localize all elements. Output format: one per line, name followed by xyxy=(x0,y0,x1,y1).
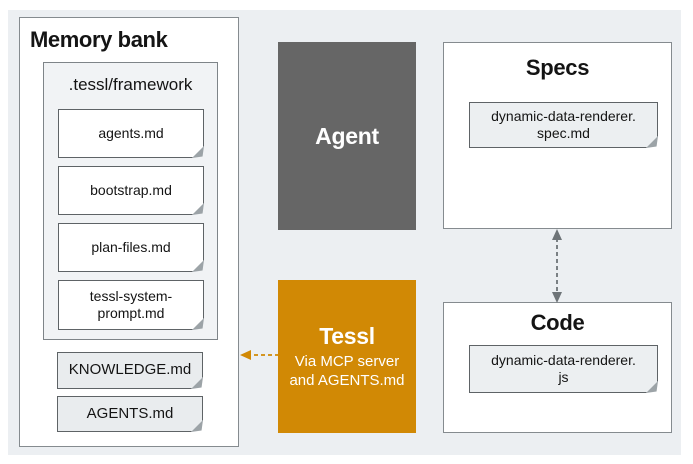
file-note-label: bootstrap.md xyxy=(90,181,172,198)
file-note-label: tessl-system-prompt.md xyxy=(89,287,173,322)
file-note-bootstrap-md: bootstrap.md xyxy=(58,166,204,215)
agent-label: Agent xyxy=(315,122,379,149)
tessl-label: Tessl xyxy=(319,322,375,349)
code-title: Code xyxy=(530,310,585,335)
code-box: Code dynamic-data-renderer. js xyxy=(443,302,672,433)
specs-code-dashed-double-arrow-icon xyxy=(552,229,562,303)
file-note-label: dynamic-data-renderer. js xyxy=(491,351,636,386)
tessl-to-memory-dashed-arrow-icon xyxy=(240,350,279,360)
file-note-agents-md: agents.md xyxy=(58,109,204,158)
file-note-label: dynamic-data-renderer. spec.md xyxy=(491,107,636,142)
file-note-label: AGENTS.md xyxy=(86,404,174,422)
agent-box: Agent xyxy=(278,42,416,230)
file-note-knowledge-md: KNOWLEDGE.md xyxy=(57,352,203,389)
specs-box: Specs dynamic-data-renderer. spec.md xyxy=(443,42,672,229)
specs-title: Specs xyxy=(525,55,590,80)
file-note-agents-root-md: AGENTS.md xyxy=(57,396,203,432)
tessl-box: Tessl Via MCP server and AGENTS.md xyxy=(278,280,416,433)
file-note-label: plan-files.md xyxy=(91,238,171,255)
file-note-spec-md: dynamic-data-renderer. spec.md xyxy=(469,102,658,148)
file-note-js: dynamic-data-renderer. js xyxy=(469,345,658,393)
tessl-framework-title: .tessl/framework xyxy=(68,75,193,94)
file-note-label: KNOWLEDGE.md xyxy=(68,361,192,379)
memory-bank-title: Memory bank xyxy=(30,27,168,52)
memory-bank-box: Memory bank .tessl/framework agents.md b… xyxy=(19,17,239,447)
file-note-tessl-system-prompt-md: tessl-system-prompt.md xyxy=(58,280,204,330)
file-note-plan-files-md: plan-files.md xyxy=(58,223,204,272)
tessl-framework-box: .tessl/framework agents.md bootstrap.md … xyxy=(43,62,218,340)
file-note-label: agents.md xyxy=(98,124,164,141)
tessl-sublabel: Via MCP server and AGENTS.md xyxy=(289,352,405,390)
